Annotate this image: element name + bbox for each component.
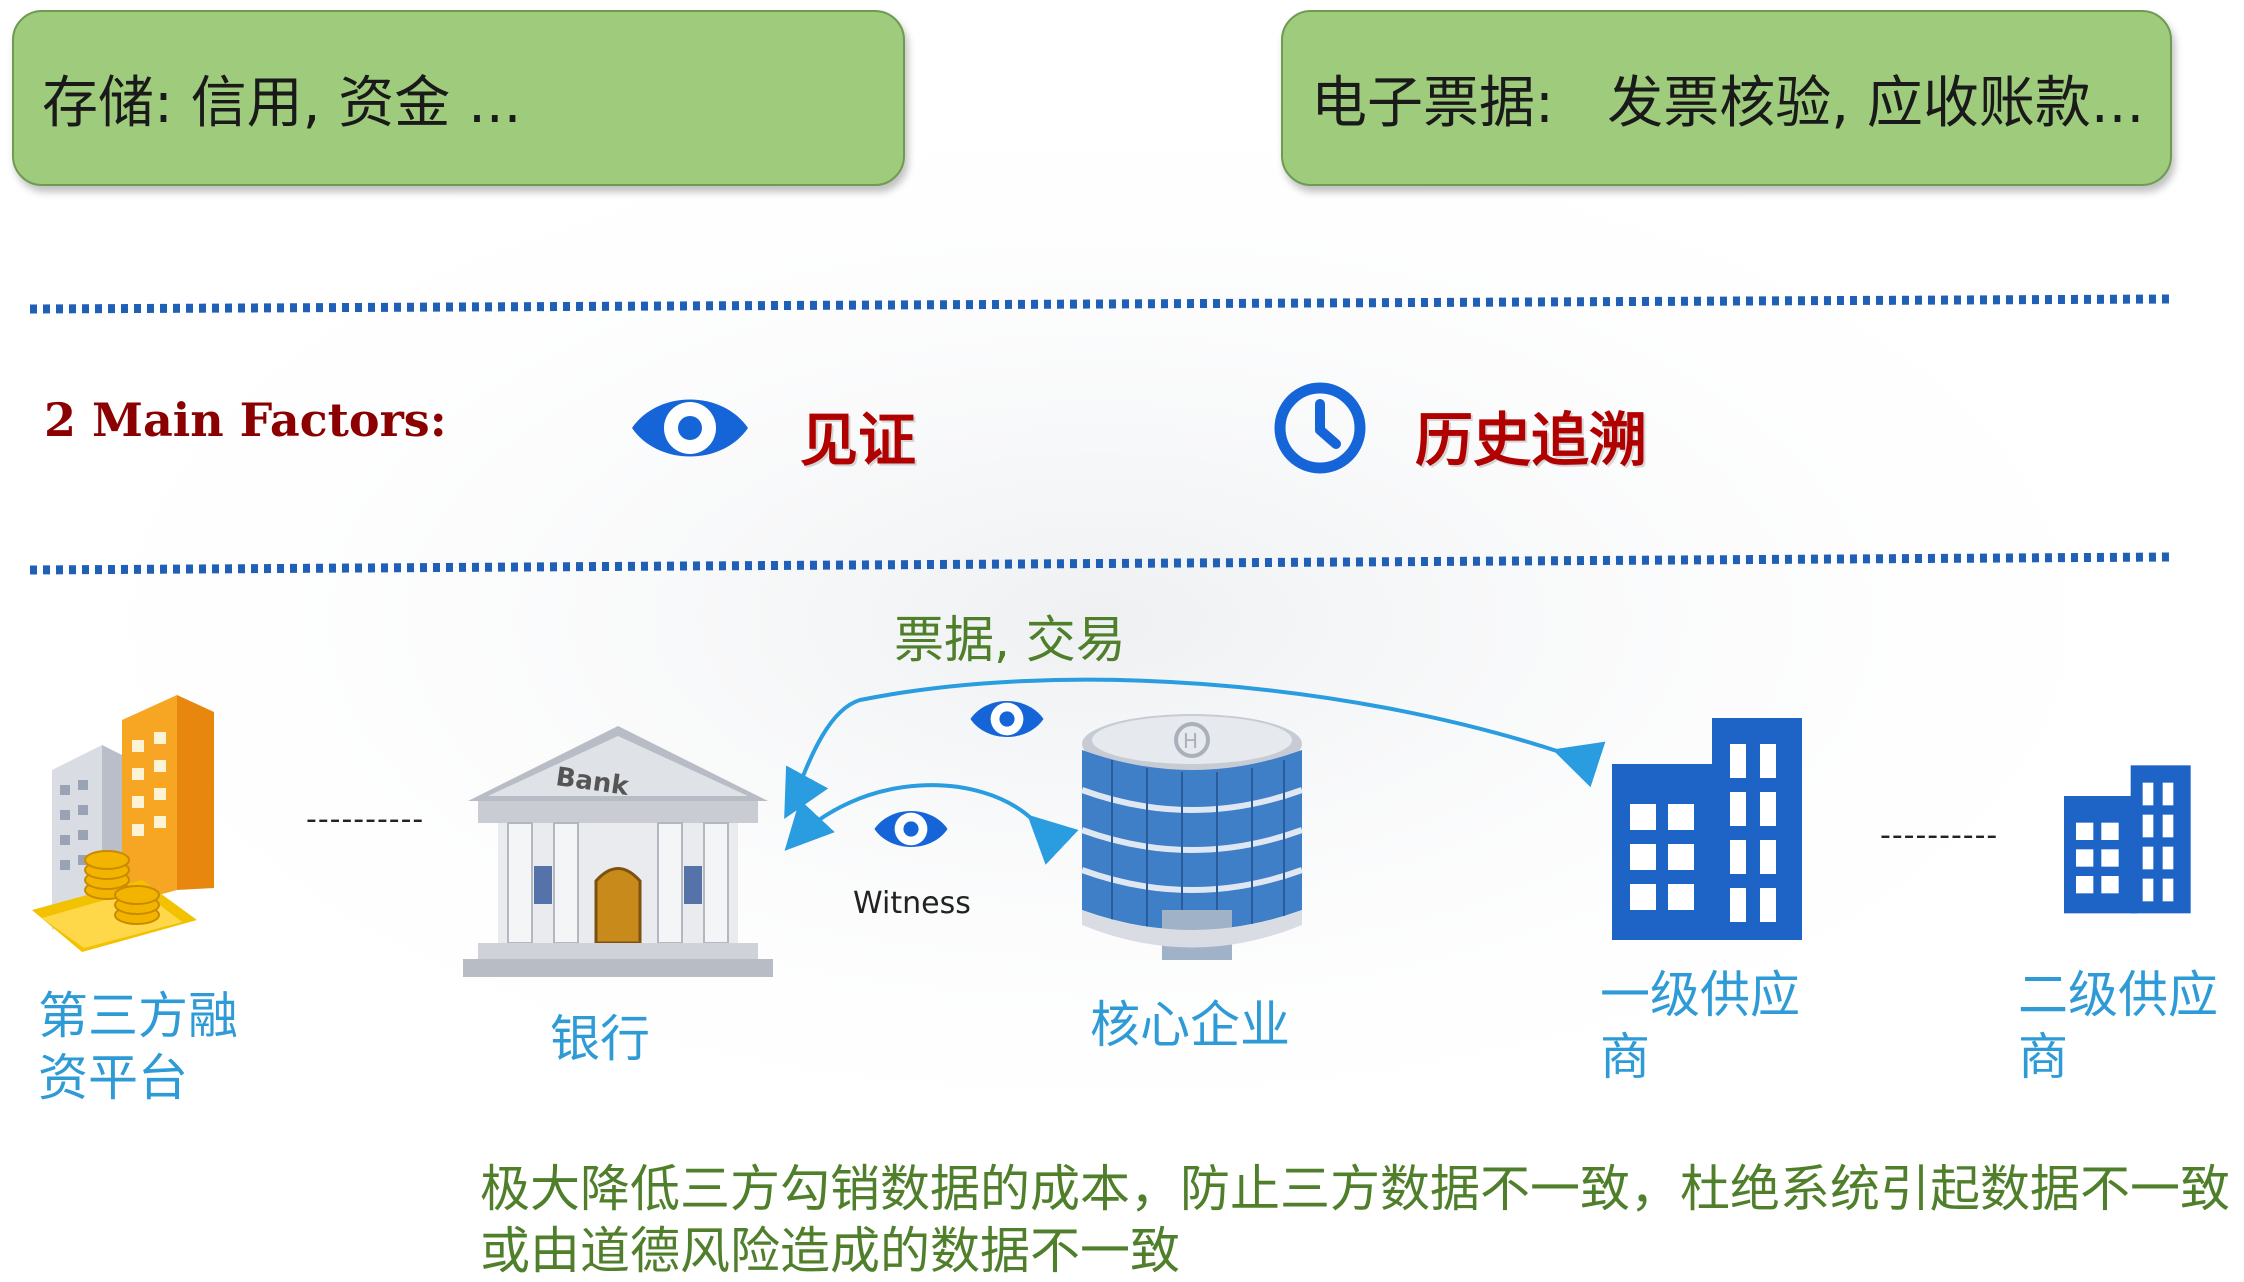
witness-eye-icon-lower bbox=[874, 811, 948, 847]
bank-icon: Bank bbox=[463, 726, 773, 977]
witness-eye-icon-upper bbox=[970, 701, 1044, 737]
arrow-label-bills-transactions: 票据, 交易 bbox=[894, 611, 1126, 669]
storage-box: 存储: 信用, 资金 ... bbox=[12, 10, 905, 186]
eye-icon bbox=[632, 399, 748, 457]
summary-line: 或由道德风险造成的数据不一致 bbox=[480, 1222, 1180, 1280]
label-bank: 银行 bbox=[550, 1008, 650, 1070]
summary-line: 极大降低三方勾销数据的成本，防止三方数据不一致，杜绝系统引起数据不一致 bbox=[480, 1160, 2230, 1218]
label-tier2-supplier: 二级供应 商 bbox=[2018, 964, 2218, 1088]
building-icon bbox=[1612, 718, 1802, 940]
label-line: 商 bbox=[1600, 1028, 1650, 1086]
label-core-enterprise: 核心企业 bbox=[1090, 994, 1290, 1056]
label-line: 核心企业 bbox=[1090, 996, 1290, 1054]
e-invoice-box: 电子票据: 发票核验, 应收账款... bbox=[1281, 10, 2172, 186]
factor-history-text: 历史追溯 bbox=[1415, 406, 1648, 474]
arrow-bank-to-tier1 bbox=[784, 677, 1606, 820]
factor-witness-text: 见证 bbox=[800, 406, 917, 474]
e-invoice-box-text: 电子票据: 发票核验, 应收账款... bbox=[1311, 70, 2145, 136]
finance-buildings-icon bbox=[32, 695, 214, 952]
office-building-icon: H bbox=[1080, 714, 1304, 960]
main-factors-label: 2 Main Factors: bbox=[44, 393, 447, 447]
label-line: 资平台 bbox=[38, 1049, 188, 1107]
witness-label: Witness bbox=[853, 886, 971, 921]
separator-bottom bbox=[29, 552, 2171, 575]
label-line: 一级供应 bbox=[1600, 966, 1800, 1024]
summary-text: 极大降低三方勾销数据的成本，防止三方数据不一致，杜绝系统引起数据不一致 或由道德… bbox=[480, 1158, 2244, 1282]
label-line: 商 bbox=[2018, 1028, 2068, 1086]
label-tier1-supplier: 一级供应 商 bbox=[1600, 964, 1800, 1088]
label-line: 第三方融 bbox=[38, 987, 238, 1045]
separator-top bbox=[29, 294, 2171, 314]
label-line: 银行 bbox=[550, 1010, 650, 1068]
clock-icon bbox=[1274, 382, 1366, 474]
svg-text:H: H bbox=[1183, 729, 1198, 753]
storage-box-text: 存储: 信用, 资金 ... bbox=[42, 70, 522, 136]
dash-link-platform-bank: ---------- bbox=[306, 802, 425, 837]
arrow-bank-to-core bbox=[784, 783, 1079, 865]
building-icon bbox=[2064, 765, 2191, 914]
label-line: 二级供应 bbox=[2018, 966, 2218, 1024]
dash-link-tier1-tier2: ---------- bbox=[1880, 818, 1999, 853]
label-third-party-platform: 第三方融 资平台 bbox=[38, 985, 238, 1109]
